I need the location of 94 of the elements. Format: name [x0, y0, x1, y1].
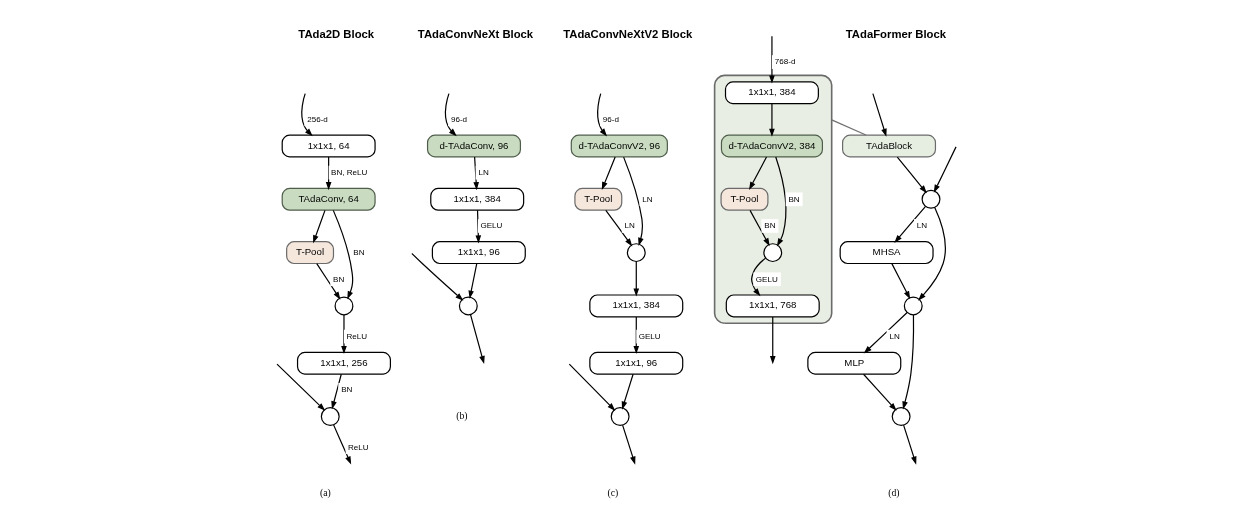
edge-label: LN: [642, 194, 653, 204]
arrow: [896, 156, 927, 194]
arrow: [769, 316, 776, 365]
arrow: [276, 363, 326, 411]
arrow: [903, 424, 917, 465]
node-circle: [891, 407, 911, 426]
node-box: d-TAdaConvV2, 384: [720, 134, 823, 158]
arrow: [769, 103, 775, 137]
node-box: d-TAdaConv, 96: [426, 134, 521, 158]
node-box: 1x1x1, 96: [431, 241, 526, 265]
arrow: [333, 424, 352, 465]
edge-label: LN: [916, 221, 928, 231]
label: (b): [456, 410, 468, 422]
node-box: 1x1x1, 64: [281, 134, 376, 158]
node-circle: [626, 243, 646, 263]
arrow: [411, 252, 464, 301]
arrow: [605, 209, 633, 247]
arrow: [601, 156, 616, 190]
arrow: [891, 263, 911, 300]
edge-label: BN: [333, 274, 345, 284]
node-box: 1x1x1, 768: [725, 294, 820, 318]
edge-label: ReLU: [346, 332, 368, 342]
arrow: [568, 363, 616, 411]
arrow: [769, 35, 775, 84]
arrow: [933, 146, 957, 193]
label: TAdaFormer Block: [845, 27, 947, 40]
node-circle: [320, 407, 340, 426]
arrow: [325, 156, 332, 191]
arrow: [469, 314, 485, 365]
edge-label: 768-d: [774, 57, 796, 67]
edge-label: GELU: [638, 332, 661, 342]
arrow: [863, 311, 908, 354]
arrow: [633, 260, 640, 297]
arrow: [475, 209, 482, 244]
arrow: [313, 209, 326, 244]
edge-label: LN: [478, 168, 489, 178]
arrow: [749, 209, 770, 247]
node-box: T-Pool: [286, 241, 335, 265]
arrow: [316, 263, 341, 300]
edge-label: LN: [624, 221, 635, 231]
node-box: MLP: [807, 351, 902, 375]
arrow: [301, 93, 313, 137]
edge-label: GELU: [755, 274, 778, 284]
arrow: [341, 314, 347, 355]
arrow: [918, 207, 946, 301]
edge-label: 96-d: [450, 114, 468, 124]
label: (a): [320, 487, 331, 499]
node-box: T-Pool: [720, 187, 769, 211]
edge-label: ReLU: [348, 442, 369, 452]
edge-label: 256-d: [307, 114, 328, 124]
node-circle: [903, 296, 923, 316]
edge-label: BN, ReLU: [331, 168, 368, 178]
node-box: 1x1x1, 96: [589, 351, 684, 375]
arrow: [622, 424, 636, 465]
node-circle: [763, 243, 783, 263]
node-box: TAdaConv, 64: [281, 187, 376, 211]
arrow: [902, 314, 915, 410]
node-box: 1x1x1, 384: [589, 294, 684, 318]
arrow: [473, 156, 479, 191]
arrow: [751, 257, 767, 297]
connector: [831, 119, 867, 136]
node-circle: [921, 189, 941, 209]
edge-label: GELU: [480, 221, 503, 231]
arrow: [775, 156, 787, 247]
node-circle: [458, 296, 478, 316]
edge-label: LN: [889, 332, 900, 342]
node-box: d-TAdaConvV2, 96: [570, 134, 668, 158]
node-circle: [610, 407, 630, 426]
node-box: 1x1x1, 384: [430, 187, 525, 211]
label: (d): [888, 487, 900, 499]
label: (c): [607, 487, 619, 499]
node-circle: [334, 296, 354, 316]
arrow: [331, 373, 342, 410]
node-box: 1x1x1, 256: [296, 351, 391, 375]
arrow: [444, 93, 457, 137]
node-box: 1x1x1, 384: [724, 81, 819, 105]
arrow: [872, 92, 887, 137]
arrow: [621, 373, 634, 410]
edge-label: BN: [788, 194, 800, 204]
edge-label: 96-d: [602, 114, 619, 124]
arrow: [862, 373, 897, 411]
edge-label: BN: [353, 248, 365, 258]
edge-label: BN: [764, 221, 776, 231]
label: TAdaConvNeXt Block: [417, 27, 534, 40]
edge-label: BN: [341, 385, 353, 395]
node-box: T-Pool: [574, 187, 623, 211]
arrow: [749, 156, 768, 190]
label: TAda2D Block: [298, 27, 375, 40]
arrow: [597, 93, 608, 137]
arrow: [894, 205, 927, 243]
node-box: TAdaBlock: [842, 134, 937, 158]
label: TAdaConvNeXtV2 Block: [563, 27, 693, 40]
arrow: [468, 263, 478, 299]
node-box: MHSA: [839, 241, 934, 265]
